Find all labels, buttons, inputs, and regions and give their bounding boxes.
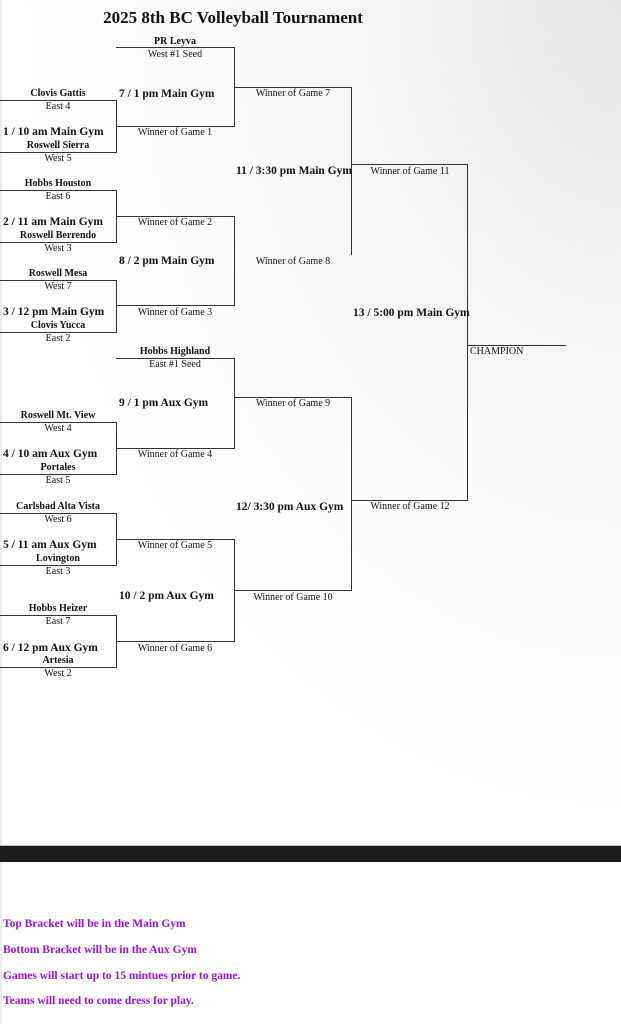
- divider-band: [0, 845, 621, 862]
- page-title: 2025 8th BC Volleyball Tournament: [103, 8, 363, 27]
- winner-label: Winner of Game 10: [253, 592, 333, 603]
- game-label: 2 / 11 am Main Gym: [3, 216, 103, 228]
- note: Games will start up to 15 mintues prior …: [3, 970, 241, 982]
- team-name: Hobbs Houston: [24, 178, 92, 189]
- team-name: Clovis Yucca: [30, 320, 86, 331]
- winner-label: Winner of Game 9: [255, 398, 331, 409]
- game-label: 10 / 2 pm Aux Gym: [119, 590, 214, 602]
- team-seed: East 6: [45, 191, 71, 202]
- note: Top Bracket will be in the Main Gym: [3, 918, 186, 930]
- team-seed: West 6: [44, 514, 72, 525]
- note: Bottom Bracket will be in the Aux Gym: [3, 944, 197, 956]
- winner-label: Winner of Game 4: [137, 449, 213, 460]
- game-label: 13 / 5:00 pm Main Gym: [353, 307, 470, 319]
- game-label: 11 / 3:30 pm Main Gym: [236, 165, 352, 177]
- team-name: Roswell Mt. View: [20, 410, 96, 421]
- winner-label: Winner of Game 11: [370, 166, 450, 177]
- team-name: Roswell Sierra: [26, 140, 90, 151]
- team-name: Roswell Berrendo: [19, 230, 97, 241]
- page-edge: [0, 0, 2, 1024]
- winner-label: Winner of Game 6: [137, 643, 213, 654]
- winner-label: Winner of Game 3: [137, 307, 213, 318]
- team-seed: West 7: [44, 281, 72, 292]
- game-label: 5 / 11 am Aux Gym: [3, 539, 97, 551]
- winner-label: Winner of Game 2: [137, 217, 213, 228]
- team-seed: West 5: [44, 153, 72, 164]
- team-seed: West 2: [44, 668, 72, 679]
- team-name: Clovis Gattis: [30, 88, 86, 99]
- team-seed: West 4: [44, 423, 72, 434]
- game-label: 1 / 10 am Main Gym: [3, 126, 104, 138]
- game-label: 6 / 12 pm Aux Gym: [3, 642, 98, 654]
- winner-label: Winner of Game 5: [137, 540, 213, 551]
- champion-label: CHAMPION: [470, 346, 524, 357]
- winner-label: Winner of Game 1: [137, 127, 213, 138]
- team-seed: East #1 Seed: [149, 359, 201, 370]
- team-name: Lovington: [36, 553, 80, 564]
- game-label: 7 / 1 pm Main Gym: [119, 88, 215, 100]
- team-name: Roswell Mesa: [28, 268, 88, 279]
- note: Teams will need to come dress for play.: [3, 995, 194, 1007]
- team-name: Portales: [40, 462, 76, 473]
- game-label: 8 / 2 pm Main Gym: [119, 255, 215, 267]
- team-seed: East 3: [45, 566, 71, 577]
- game-label: 9 / 1 pm Aux Gym: [119, 397, 209, 409]
- winner-label: Winner of Game 12: [370, 501, 450, 512]
- team-name: Carlsbad Alta Vista: [16, 501, 100, 512]
- winner-label: Winner of Game 8: [255, 256, 331, 267]
- team-seed: West #1 Seed: [147, 49, 203, 60]
- team-seed: West 3: [44, 243, 72, 254]
- team-seed: East 7: [45, 616, 71, 627]
- game-label: 4 / 10 am Aux Gym: [3, 448, 98, 460]
- team-name: Artesia: [42, 655, 74, 666]
- winner-label: Winner of Game 7: [255, 88, 331, 99]
- team-name: Hobbs Heizer: [28, 603, 88, 614]
- team-seed: East 4: [45, 101, 71, 112]
- game-label: 12/ 3:30 pm Aux Gym: [236, 501, 344, 513]
- bracket-lines: [0, 47, 566, 668]
- game-label: 3 / 12 pm Main Gym: [3, 306, 105, 318]
- team-seed: East 5: [45, 475, 71, 486]
- team-name: Hobbs Highland: [139, 346, 211, 357]
- team-name: PR Leyva: [154, 36, 196, 47]
- team-seed: East 2: [45, 333, 71, 344]
